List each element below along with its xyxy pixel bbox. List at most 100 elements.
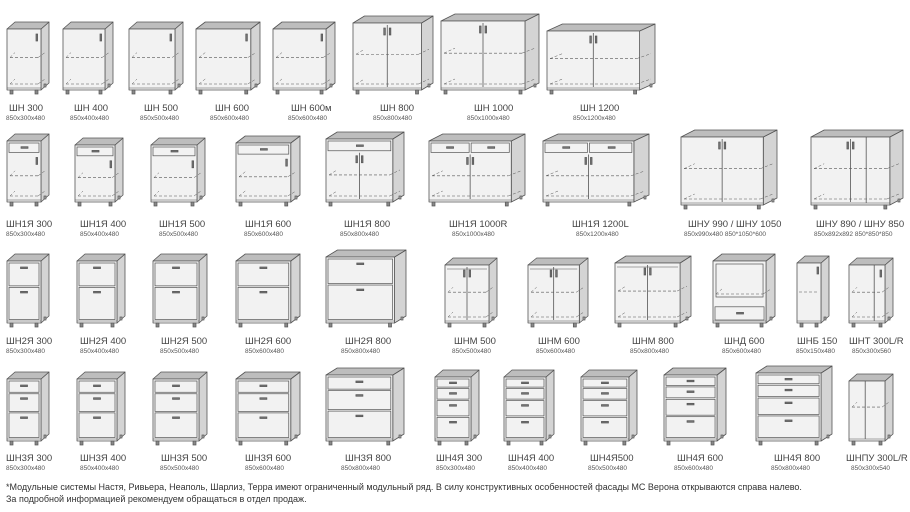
cabinet-name: ШН4Я 300 — [436, 453, 483, 464]
cabinet-name: ШНМ 500 — [454, 336, 496, 347]
cabinet-shn1ya-500 — [150, 136, 206, 207]
cabinet-drawing — [195, 21, 261, 95]
cabinet-shn4ya-500 — [580, 368, 638, 446]
cabinet-shn3ya-800 — [325, 366, 405, 446]
cabinet-dims: 850x600x480 — [288, 115, 328, 122]
footnote-line-2: За подробной информацией рекомендуем обр… — [6, 494, 307, 504]
cabinet-dims: 850x1200x480 — [573, 115, 616, 122]
cabinet-shnb-150 — [796, 254, 830, 328]
cabinet-name: ШН3Я 300 — [6, 453, 53, 464]
cabinet-drawing — [440, 13, 540, 95]
cabinet-dims: 850x400x480 — [80, 465, 120, 472]
cabinet-shnpu-300 — [848, 372, 894, 446]
cabinet-shn3ya-500 — [152, 370, 208, 446]
cabinet-name: ШН2Я 600 — [245, 336, 292, 347]
cabinet-shn1ya-600 — [235, 134, 301, 207]
cabinet-shn1ya-1200l — [542, 132, 650, 207]
cabinet-drawing — [848, 373, 894, 446]
cabinet-name: ШН1Я 500 — [159, 219, 206, 230]
cabinet-drawing — [62, 21, 114, 95]
cabinet-shn2ya-600 — [235, 252, 301, 328]
cabinet-shnu-990 — [680, 128, 778, 210]
cabinet-name: ШН 400 — [74, 103, 109, 114]
cabinet-name: ШН 300 — [9, 103, 44, 114]
cabinet-dims: 850x400x480 — [508, 465, 548, 472]
cabinet-drawing — [352, 15, 434, 95]
cabinet-shn1ya-1000r — [428, 132, 526, 207]
cabinet-name: ШН1Я 300 — [6, 219, 53, 230]
cabinet-shn-600 — [195, 20, 261, 95]
cabinet-drawing — [712, 253, 776, 328]
cabinet-name: ШН2Я 800 — [345, 336, 392, 347]
cabinet-drawing — [128, 21, 184, 95]
cabinet-name: ШН2Я 500 — [161, 336, 208, 347]
cabinet-shn1ya-800 — [325, 130, 405, 207]
cabinet-dims: 850x1000x480 — [452, 231, 495, 238]
cabinet-drawing — [6, 371, 50, 446]
cabinet-drawing — [76, 253, 126, 328]
cabinet-name: ШНПУ 300L/R — [846, 453, 908, 464]
cabinet-drawing — [434, 369, 480, 446]
cabinet-shn-600m — [272, 20, 336, 95]
cabinet-name: ШН1Я 600 — [245, 219, 292, 230]
cabinet-shn1ya-400 — [74, 136, 124, 207]
cabinet-shn4ya-400 — [503, 368, 555, 446]
cabinet-name: ШН 1000 — [474, 103, 514, 114]
cabinet-shn3ya-400 — [76, 370, 126, 446]
cabinet-shnu-890 — [810, 128, 904, 210]
cabinet-dims: 850x400x480 — [80, 231, 120, 238]
cabinet-dims: 850x800x480 — [341, 348, 381, 355]
cabinet-name: ШНМ 800 — [632, 336, 674, 347]
cabinet-dims: 850x300x480 — [6, 465, 46, 472]
cabinet-drawing — [6, 21, 50, 95]
cabinet-shn2ya-500 — [152, 252, 208, 328]
cabinet-drawing — [235, 253, 301, 328]
cabinet-drawing — [150, 137, 206, 207]
cabinet-dims: 850x800x480 — [771, 465, 811, 472]
cabinet-dims: 850x800x480 — [341, 465, 381, 472]
cabinet-dims: 850x600x480 — [210, 115, 250, 122]
cabinet-drawing — [546, 23, 656, 95]
cabinet-drawing — [74, 137, 124, 207]
cabinet-drawing — [810, 129, 904, 210]
cabinet-drawing — [76, 371, 126, 446]
cabinet-dims: 850x500x480 — [140, 115, 180, 122]
cabinet-name: ШНБ 150 — [797, 336, 838, 347]
cabinet-name: ШН1Я 400 — [80, 219, 127, 230]
cabinet-drawing — [6, 253, 50, 328]
cabinet-dims: 850x800x480 — [373, 115, 413, 122]
cabinet-drawing — [755, 365, 833, 446]
cabinet-name: ШН1Я 800 — [344, 219, 391, 230]
cabinet-name: ШН1Я 1000R — [449, 219, 508, 230]
cabinet-drawing — [235, 371, 301, 446]
cabinet-shnm-800 — [614, 254, 692, 328]
cabinet-drawing — [235, 135, 301, 207]
cabinet-dims: 850x500x480 — [588, 465, 628, 472]
cabinet-shn2ya-800 — [325, 248, 407, 328]
cabinet-drawing — [663, 367, 727, 446]
cabinet-drawing — [325, 367, 405, 446]
cabinet-shn-300 — [6, 20, 50, 95]
cabinet-drawing — [680, 129, 778, 210]
cabinet-dims: 850x500x480 — [452, 348, 492, 355]
cabinet-drawing — [527, 257, 589, 328]
cabinet-dims: 850x600x480 — [245, 348, 285, 355]
footnote-line-1: *Модульные системы Настя, Ривьера, Неапо… — [6, 482, 802, 492]
cabinet-shn4ya-600 — [663, 366, 727, 446]
cabinet-dims: 850x600x480 — [674, 465, 714, 472]
cabinet-drawing — [614, 255, 692, 328]
cabinet-drawing — [542, 133, 650, 207]
cabinet-name: ШН3Я 800 — [345, 453, 392, 464]
cabinet-name: ШНУ 990 / ШНУ 1050 — [688, 219, 782, 230]
cabinet-drawing — [6, 133, 50, 207]
cabinet-dims: 850x600x480 — [722, 348, 762, 355]
cabinet-name: ШН4Я 800 — [774, 453, 821, 464]
cabinet-shn4ya-800 — [755, 364, 833, 446]
cabinet-name: ШНМ 600 — [538, 336, 580, 347]
cabinet-name: ШН4Я 400 — [508, 453, 555, 464]
cabinet-dims: 850x600x480 — [245, 465, 285, 472]
cabinet-name: ШН1Я 1200L — [572, 219, 629, 230]
cabinet-dims: 850x500x480 — [159, 231, 199, 238]
cabinet-drawing — [272, 21, 336, 95]
cabinet-dims: 850x300x480 — [436, 465, 476, 472]
